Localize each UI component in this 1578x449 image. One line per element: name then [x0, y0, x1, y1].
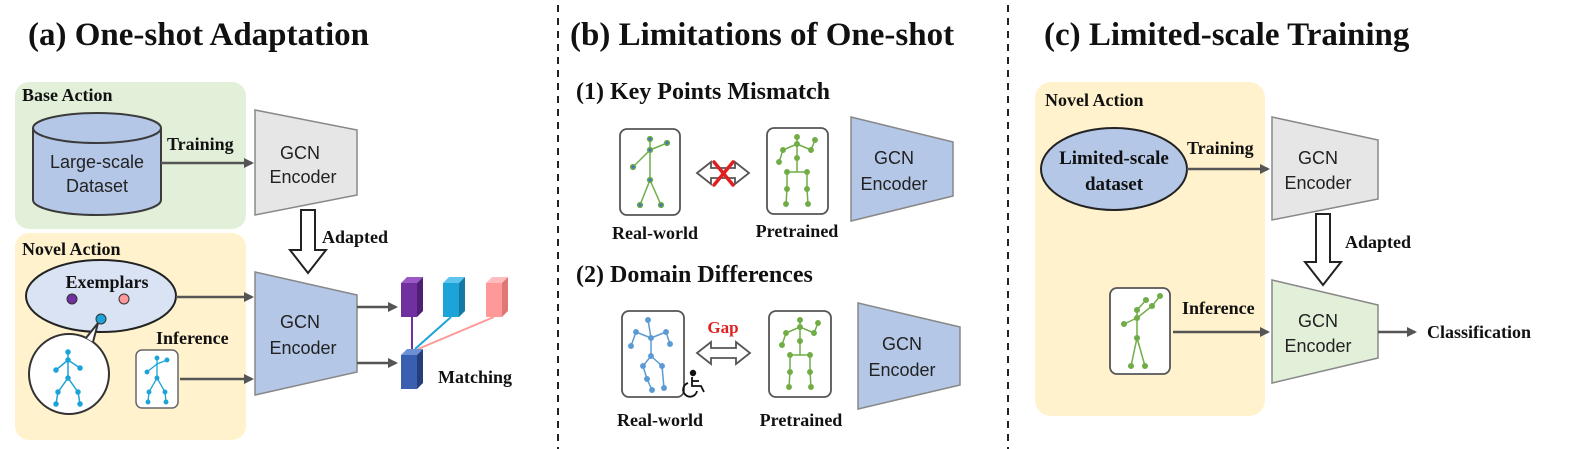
training-label-c: Training — [1187, 138, 1254, 158]
feature-cube-cyan — [443, 277, 465, 317]
match-line-pink — [417, 316, 495, 350]
inference-label: Inference — [156, 328, 229, 348]
adapted-label-c: Adapted — [1345, 232, 1411, 252]
subheading-domain-differences: (2) Domain Differences — [576, 262, 813, 288]
subheading-key-points: (1) Key Points Mismatch — [576, 79, 830, 105]
encoder-c-bottom-line1: GCN — [1298, 311, 1338, 331]
panel-b-title: (b) Limitations of One-shot — [570, 17, 954, 53]
match-line-cyan — [414, 316, 452, 350]
exemplar-dot-pink — [118, 293, 130, 305]
adapted-arrow-c — [1302, 213, 1344, 287]
panel-a-title: (a) One-shot Adaptation — [28, 17, 369, 53]
encoder-c-top-line1: GCN — [1298, 148, 1338, 168]
realworld-label-1: Real-world — [612, 223, 698, 243]
feature-cube-purple — [401, 277, 423, 317]
novel-action-label-c: Novel Action — [1045, 90, 1144, 110]
encoder-c-top-line2: Encoder — [1284, 173, 1351, 193]
pretrained-label-1: Pretrained — [756, 221, 839, 241]
pretrained-skeleton-icon-2 — [779, 317, 821, 390]
encoder-b1-line2: Encoder — [860, 174, 927, 194]
matching-label: Matching — [438, 367, 512, 387]
encoder-b1-line1: GCN — [874, 148, 914, 168]
panel-a: (a) One-shot Adaptation Base Action Larg… — [15, 17, 512, 440]
dataset-line1: Large-scale — [50, 152, 144, 172]
feature-cube-pink — [486, 277, 508, 317]
pretrained-skeleton-icon-1 — [776, 134, 818, 207]
gap-double-arrow — [695, 340, 752, 366]
adapted-arrow — [287, 209, 329, 275]
encoder-b2-line1: GCN — [882, 334, 922, 354]
realworld-skeleton-icon-2 — [628, 317, 673, 393]
encoder-top-line1: GCN — [280, 143, 320, 163]
gap-label: Gap — [707, 318, 738, 337]
exemplar-callout — [28, 322, 110, 415]
panel-c: (c) Limited-scale Training Novel Action … — [1035, 17, 1531, 416]
exemplars-label: Exemplars — [66, 272, 149, 292]
limited-dataset-line2: dataset — [1085, 174, 1144, 195]
inference-skeleton-icon-c — [1120, 292, 1164, 370]
adapted-label: Adapted — [322, 227, 388, 247]
exemplar-dot-purple — [66, 293, 78, 305]
wheelchair-icon — [682, 369, 705, 398]
inference-skeleton-card-c — [1109, 287, 1171, 375]
base-action-label: Base Action — [22, 85, 113, 105]
panel-b: (b) Limitations of One-shot (1) Key Poin… — [570, 17, 961, 430]
encoder-b2-line2: Encoder — [868, 360, 935, 380]
classification-label: Classification — [1427, 322, 1531, 342]
exemplar-dot-cyan — [95, 313, 107, 325]
dataset-cylinder — [32, 112, 162, 216]
exemplar-skeleton-icon — [53, 349, 83, 407]
pretrained-label-2: Pretrained — [760, 410, 843, 430]
panel-c-title: (c) Limited-scale Training — [1044, 17, 1410, 53]
limited-dataset-ellipse — [1040, 127, 1188, 211]
gcn-encoder-bottom — [254, 271, 358, 396]
realworld-label-2: Real-world — [617, 410, 703, 430]
encoder-bottom-line2: Encoder — [269, 338, 336, 358]
dataset-line2: Dataset — [66, 176, 128, 196]
encoder-c-bottom-line2: Encoder — [1284, 336, 1351, 356]
limited-dataset-line1: Limited-scale — [1059, 148, 1169, 169]
mismatch-cross-icon — [712, 160, 735, 187]
inference-label-c: Inference — [1182, 298, 1255, 318]
training-label: Training — [167, 134, 234, 154]
novel-action-label: Novel Action — [22, 239, 121, 259]
realworld-skeleton-icon-1 — [629, 135, 671, 209]
gcn-encoder-b2 — [857, 302, 961, 410]
gcn-encoder-c-bottom — [1271, 279, 1379, 384]
feature-cube-query — [401, 349, 423, 389]
gcn-encoder-c-top — [1271, 116, 1379, 221]
encoder-bottom-line1: GCN — [280, 312, 320, 332]
gcn-encoder-b1 — [850, 116, 954, 222]
encoder-top-line2: Encoder — [269, 167, 336, 187]
inference-skeleton-icon — [144, 355, 170, 405]
gcn-encoder-top — [254, 109, 358, 216]
